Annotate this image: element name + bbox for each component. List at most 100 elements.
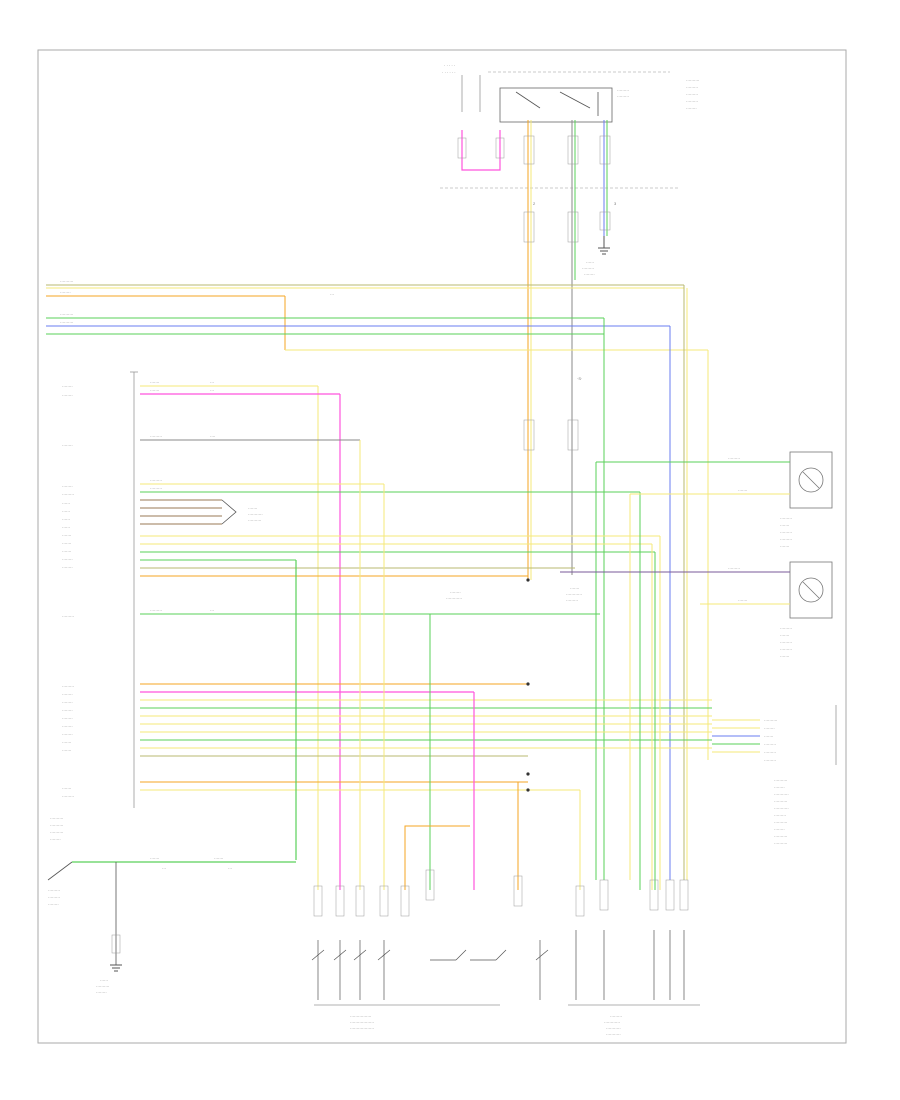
svg-text:·········: ········· xyxy=(150,608,162,613)
svg-text:········: ········ xyxy=(60,290,71,295)
svg-text:· · · · ·: · · · · · xyxy=(444,63,455,68)
svg-text:···········: ··········· xyxy=(248,512,263,517)
svg-text:··········: ·········· xyxy=(774,778,787,783)
svg-text:3: 3 xyxy=(614,201,617,206)
svg-text:·········: ········· xyxy=(62,684,74,689)
svg-text:········: ········ xyxy=(62,732,73,737)
svg-text:········: ········ xyxy=(584,272,595,277)
svg-text:······: ······ xyxy=(100,978,108,983)
svg-text:·········: ········· xyxy=(150,434,162,439)
right-sensors: ········· ······· ········· ······· ····… xyxy=(560,451,837,880)
svg-text:·········: ········· xyxy=(62,614,74,619)
svg-text:··········: ·········· xyxy=(774,799,787,804)
svg-text:········: ········ xyxy=(62,724,73,729)
svg-text:·······: ······· xyxy=(214,856,223,861)
svg-text:·········: ········· xyxy=(780,537,792,542)
svg-text:··········: ·········· xyxy=(686,78,699,83)
svg-text:········: ········ xyxy=(62,716,73,721)
transmission-solenoids: ················ ·················· ····… xyxy=(311,869,700,1037)
svg-text:········: ········ xyxy=(62,692,73,697)
svg-text:···: ··· xyxy=(162,866,166,871)
svg-text:·········: ········· xyxy=(62,492,74,497)
svg-text:··········: ·········· xyxy=(60,279,73,284)
svg-text:·········: ········· xyxy=(774,813,786,818)
svg-text:···: ··· xyxy=(330,292,334,297)
svg-text:··········: ·········· xyxy=(50,830,63,835)
svg-text:········: ········ xyxy=(62,484,73,489)
svg-text:·········: ········· xyxy=(686,92,698,97)
svg-text:·········: ········· xyxy=(48,888,60,893)
svg-text:········: ········ xyxy=(62,557,73,562)
svg-text:2: 2 xyxy=(533,201,536,206)
svg-text:·········: ········· xyxy=(62,794,74,799)
svg-text:······: ······ xyxy=(62,501,70,506)
svg-text:·········: ········· xyxy=(764,742,776,747)
svg-text:········: ········ xyxy=(62,700,73,705)
svg-text:··················: ·················· xyxy=(350,1026,374,1031)
svg-text:· · · · · ·: · · · · · · xyxy=(442,70,456,75)
svg-text:·······: ······· xyxy=(62,541,71,546)
svg-text:··········: ·········· xyxy=(774,820,787,825)
svg-text:·········: ········· xyxy=(150,478,162,483)
pcm-connector: ········ ········ ········ ········ ····… xyxy=(50,371,138,842)
svg-text:······: ······ xyxy=(62,525,70,530)
svg-text:·······: ······· xyxy=(780,633,789,638)
svg-text:·······: ······· xyxy=(150,388,159,393)
svg-text:········: ········ xyxy=(764,726,775,731)
svg-text:········: ········ xyxy=(774,785,785,790)
diagram-border xyxy=(37,49,847,1044)
svg-text:·········: ········· xyxy=(686,85,698,90)
svg-text:············: ············ xyxy=(566,592,582,597)
svg-text:·······: ······· xyxy=(764,734,773,739)
svg-text:·········: ········· xyxy=(48,895,60,900)
svg-text:···: ··· xyxy=(210,388,214,393)
svg-text:···: ··· xyxy=(210,380,214,385)
svg-text:·······: ······· xyxy=(62,748,71,753)
svg-text:·········: ········· xyxy=(728,566,740,571)
svg-text:·········: ········· xyxy=(780,516,792,521)
svg-text:··········: ·········· xyxy=(60,320,73,325)
svg-text:···········: ··········· xyxy=(606,1026,621,1031)
svg-text:········: ········ xyxy=(96,990,107,995)
svg-text:········: ········ xyxy=(50,837,61,842)
svg-text:········: ········ xyxy=(686,106,697,111)
svg-text:········: ········ xyxy=(48,902,59,907)
svg-text:·······: ······· xyxy=(780,544,789,549)
svg-text:········: ········ xyxy=(62,393,73,398)
svg-text:·········: ········· xyxy=(582,266,594,271)
svg-text:······: ······ xyxy=(62,509,70,514)
svg-text:·······: ······· xyxy=(62,533,71,538)
svg-text:········: ········ xyxy=(450,590,461,595)
svg-text:··········: ·········· xyxy=(764,718,777,723)
svg-text:········: ········ xyxy=(62,384,73,389)
svg-text:·······: ······· xyxy=(780,523,789,528)
svg-text:··················: ·················· xyxy=(350,1020,374,1025)
svg-text:·········: ········· xyxy=(764,750,776,755)
svg-text:······: ······ xyxy=(586,260,594,265)
svg-text:·········: ········· xyxy=(728,456,740,461)
svg-text:··········: ·········· xyxy=(60,312,73,317)
svg-text:········: ········ xyxy=(62,708,73,713)
svg-text:··········: ·········· xyxy=(248,518,261,523)
bottom-connectors xyxy=(313,869,689,917)
svg-text:········: ········ xyxy=(62,565,73,570)
svg-text:·S·: ·S· xyxy=(577,376,582,381)
svg-text:·······: ······· xyxy=(738,598,747,603)
svg-text:·······: ······· xyxy=(62,786,71,791)
svg-text:···: ··· xyxy=(228,866,232,871)
svg-text:·······: ······· xyxy=(150,856,159,861)
svg-text:·········: ········· xyxy=(764,758,776,763)
svg-text:···········: ··········· xyxy=(606,1032,621,1037)
svg-text:·········: ········· xyxy=(780,640,792,645)
svg-text:··········: ·········· xyxy=(774,834,787,839)
svg-text:·········: ········· xyxy=(566,598,578,603)
pcm-wires: ······· ··· ······· ··· ········· ···· ·… xyxy=(140,380,712,890)
svg-text:············: ············ xyxy=(446,596,462,601)
svg-text:·········: ········· xyxy=(617,88,629,93)
svg-text:······: ······ xyxy=(62,517,70,522)
svg-text:·········: ········· xyxy=(617,94,629,99)
svg-text:·········: ········· xyxy=(150,486,162,491)
top-switch-assembly: · · · · · · · · · · · ········· ········… xyxy=(440,63,699,277)
svg-text:··········: ·········· xyxy=(774,841,787,846)
